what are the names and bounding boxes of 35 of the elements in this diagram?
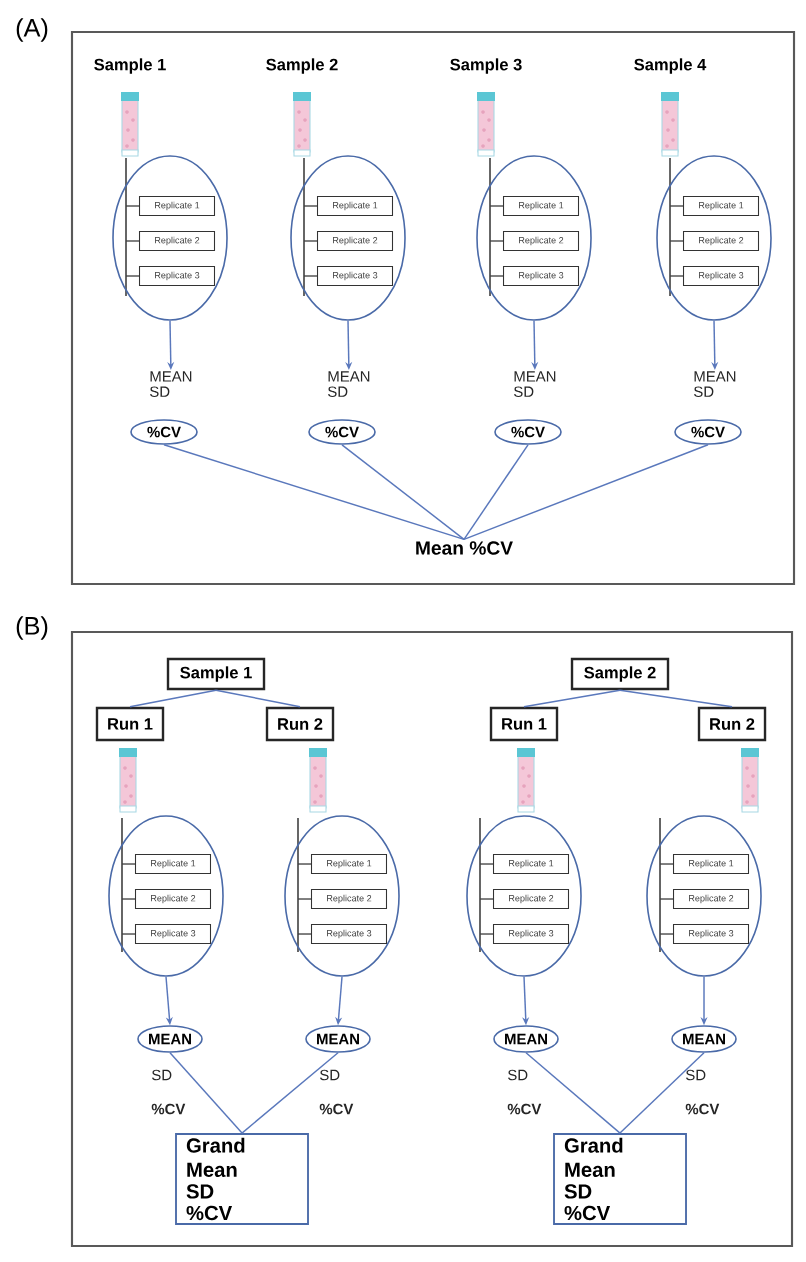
summary-box: Grand Mean SD %CV: [553, 1133, 687, 1225]
replicate-group-ellipse: [112, 155, 228, 321]
summary-box: Grand Mean SD %CV: [175, 1133, 309, 1225]
replicate-group-ellipse: [646, 815, 762, 977]
connector-line: [129, 689, 217, 708]
run-box: Run 2: [265, 706, 335, 742]
connector-line: [215, 689, 301, 708]
replicate-group-ellipse: [108, 815, 224, 977]
connector-line: [463, 444, 709, 541]
connector-line: [341, 444, 465, 541]
replicate-group-ellipse: [284, 815, 400, 977]
connector-line: [525, 1052, 621, 1134]
connector-line: [619, 1052, 705, 1134]
sample-label: Sample 2: [266, 58, 338, 74]
replicate-group-ellipse: [290, 155, 406, 321]
connector-line: [169, 1052, 243, 1134]
run-box: Run 1: [95, 706, 165, 742]
connector-line: [619, 689, 733, 708]
replicate-group-ellipse: [466, 815, 582, 977]
connector-line: [463, 444, 529, 541]
panel-label: (A): [16, 18, 48, 42]
sample-box: Sample 1: [166, 657, 266, 691]
sample-label: Sample 3: [450, 58, 522, 74]
sample-box: Sample 2: [570, 657, 670, 691]
result-text: Mean %CV: [416, 541, 513, 555]
sample-label: Sample 4: [634, 58, 707, 74]
run-box: Run 1: [489, 706, 559, 742]
run-box: Run 2: [697, 706, 767, 742]
panel-label: (B): [16, 616, 48, 640]
replicate-group-ellipse: [656, 155, 772, 321]
replicate-group-ellipse: [476, 155, 592, 321]
sample-label: Sample 1: [94, 58, 166, 74]
connector-line: [163, 444, 465, 541]
connector-line: [523, 689, 621, 708]
connector-line: [241, 1052, 339, 1134]
